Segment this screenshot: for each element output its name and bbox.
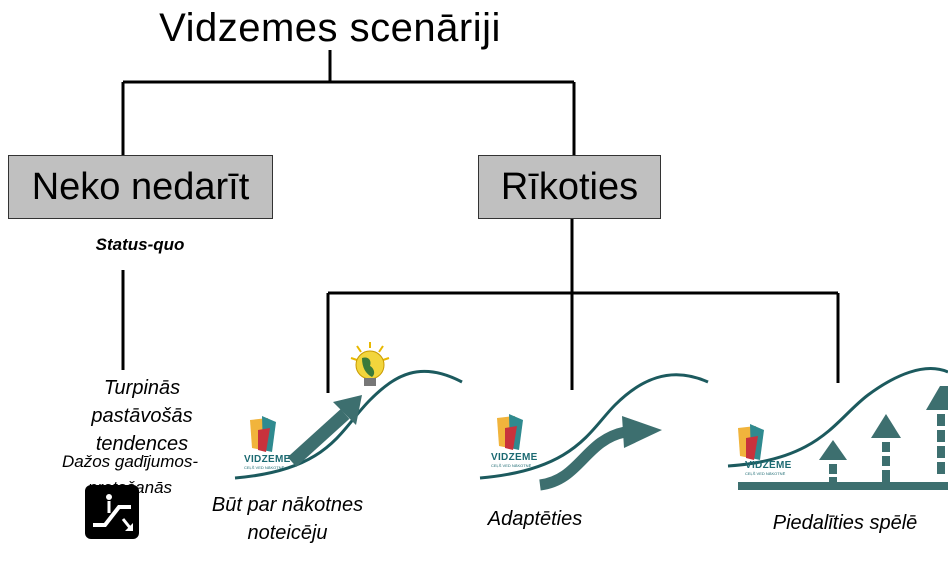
vidzeme-logo-graphic-2: [497, 414, 523, 450]
logo-text: VIDZEME: [745, 460, 792, 471]
diagram-title: Vidzemes scenāriji: [159, 6, 501, 50]
logo-text: VIDZEME: [244, 454, 291, 465]
status-quo-label: Status-quo: [95, 235, 185, 254]
branch-box-neko-nedarit: Neko nedarīt: [8, 155, 273, 219]
option3-bars-icon: [738, 386, 948, 490]
vidzeme-logo: VIDZEME CEĻŠ VED NĀKOTNĒ: [244, 452, 292, 470]
logo-text: VIDZEME: [491, 452, 538, 463]
logo-subtext: CEĻŠ VED NĀKOTNĒ: [745, 471, 786, 476]
branch-label: Neko nedarīt: [31, 165, 250, 208]
option2-curve: [479, 373, 709, 480]
option3-curve: [727, 367, 948, 468]
option-caption-3: Piedalīties spēlē: [772, 512, 918, 534]
branch-label: Rīkoties: [500, 165, 639, 208]
vidzeme-logo-graphic-3: [738, 424, 764, 460]
option2-arrow-icon: [538, 416, 662, 491]
vidzeme-logo: VIDZEME CEĻŠ VED NĀKOTNĒ: [491, 450, 539, 468]
vidzeme-logo: VIDZEME CEĻŠ VED NĀKOTNĒ: [745, 458, 793, 476]
escalator-down-icon: [85, 485, 139, 539]
branch-box-rikoties: Rīkoties: [478, 155, 661, 219]
logo-subtext: CEĻŠ VED NĀKOTNĒ: [244, 465, 285, 470]
lightbulb-globe-icon: [350, 342, 390, 386]
logo-subtext: CEĻŠ VED NĀKOTNĒ: [491, 463, 532, 468]
tendency-text: Turpinās pastāvošās tendences: [91, 377, 193, 455]
option-caption-2: Adaptēties: [487, 508, 583, 530]
option1-arrow-icon: [287, 395, 362, 467]
vidzeme-logo-graphic-1: [250, 416, 276, 452]
option-caption-1: Būt par nākotnes noteicēju: [211, 494, 364, 544]
